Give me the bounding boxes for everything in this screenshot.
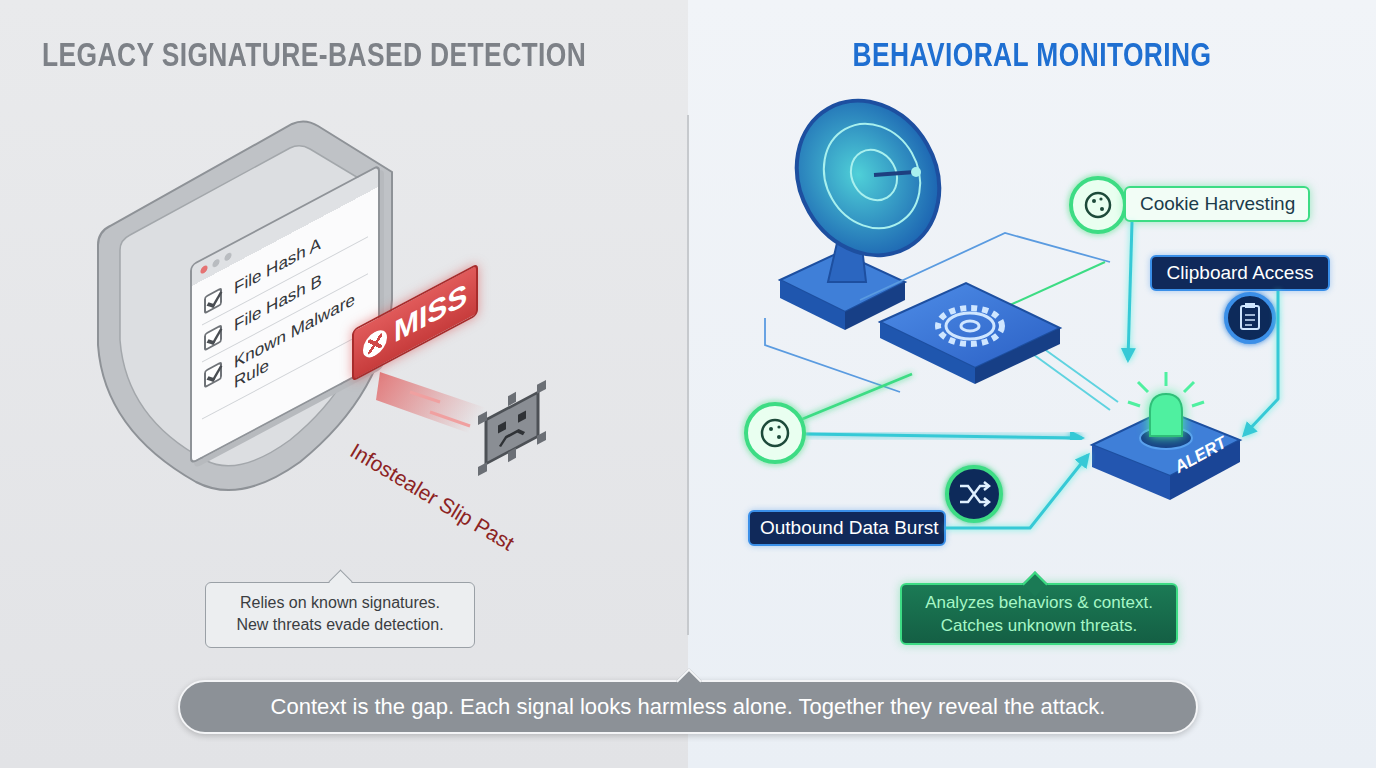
signal-connector: [1244, 291, 1278, 435]
alert-shape: [1088, 360, 1244, 505]
virus-body: [486, 392, 538, 464]
shuffle-arrows: [960, 486, 988, 502]
beacon-ray: [1165, 372, 1168, 386]
signal-pill: Cookie Harvesting: [1124, 186, 1310, 222]
dish-feed: [911, 167, 921, 177]
virus-eye: [498, 421, 506, 433]
shield-face: [120, 146, 370, 466]
virus-spike: [478, 462, 487, 476]
network-line: [765, 318, 900, 392]
virus-mouth: [500, 428, 524, 447]
beacon-ray: [1184, 382, 1194, 392]
caption-banner: Context is the gap. Each signal looks ha…: [178, 680, 1198, 734]
gear-hole: [961, 321, 979, 331]
shuffle-icon: [947, 467, 1001, 521]
hub-link: [1030, 352, 1110, 410]
clipboard-line: [1245, 324, 1252, 326]
cookie: [1086, 193, 1110, 217]
pill-text: Clipboard Access: [1167, 262, 1314, 283]
virus-spike: [508, 448, 516, 462]
cookie-chip: [777, 425, 780, 428]
panel-band: BEHAVIORAL MONITORING Cookie HarvestingCl…: [688, 0, 1376, 768]
virus-spike: [537, 431, 546, 445]
beacon-ray: [1192, 402, 1204, 406]
alert-box: ALERT: [1088, 360, 1244, 505]
dish: [769, 75, 967, 282]
virus-spike: [508, 392, 516, 406]
cookie-chip: [1092, 199, 1096, 203]
cookie-chip: [1099, 197, 1102, 200]
beacon-ray: [1128, 402, 1140, 406]
signal-arrow: [805, 434, 1082, 438]
hub-link: [1040, 346, 1118, 402]
callout-box: Analyzes behaviors & context. Catches un…: [900, 583, 1178, 645]
trail-dash: [430, 412, 470, 426]
clipboard-clip: [1245, 303, 1255, 308]
cookie: [762, 420, 788, 446]
clipboard-line: [1245, 314, 1255, 316]
gear: [946, 313, 994, 339]
signal-pill: Outbound Data Burst: [748, 510, 946, 546]
clipboard: [1241, 306, 1259, 329]
dish-ring: [805, 106, 939, 246]
network-line: [860, 233, 1110, 300]
shuffle-heads: [984, 482, 989, 506]
cookie-icon: [746, 404, 804, 462]
dish-arm: [874, 172, 915, 175]
virus-spike: [537, 380, 546, 394]
virus-eye: [518, 411, 526, 423]
clipboard-line: [1245, 319, 1255, 321]
dish-base-side: [780, 280, 845, 330]
alert-side: [1092, 445, 1170, 500]
trail-dash: [410, 392, 440, 402]
cookie-chip: [777, 435, 781, 439]
beacon-light: [1150, 394, 1182, 436]
signal-connector: [946, 455, 1088, 528]
badge-text: MISS: [394, 277, 467, 349]
virus-spike: [478, 411, 487, 425]
cookie-chip: [1100, 207, 1104, 211]
signal-line: [1010, 262, 1105, 305]
infostealer-icon: [478, 376, 546, 478]
pill-text: Outbound Data Burst: [760, 517, 939, 538]
cookie-chip: [769, 427, 773, 431]
clipboard-icon: [1226, 294, 1274, 342]
panel-heading: LEGACY SIGNATURE-BASED DETECTION: [42, 36, 586, 74]
callout-text: Analyzes behaviors & context. Catches un…: [914, 591, 1164, 637]
divider: [687, 115, 689, 635]
signal-line: [800, 374, 912, 420]
panel-heading: BEHAVIORAL MONITORING: [757, 36, 1307, 74]
hub-side: [880, 322, 975, 384]
cookie-icon: [1071, 178, 1125, 232]
miss-trail: [376, 372, 492, 440]
signal-connector: [1128, 222, 1132, 360]
signal-pill: Clipboard Access: [1150, 255, 1330, 291]
callout-box: Relies on known signatures. New threats …: [205, 582, 475, 648]
pill-text: Cookie Harvesting: [1140, 193, 1295, 214]
gear-teeth: [938, 308, 1002, 344]
callout-text: Relies on known signatures. New threats …: [226, 592, 454, 636]
shield-back: [98, 121, 392, 490]
beacon-ray: [1138, 382, 1148, 392]
